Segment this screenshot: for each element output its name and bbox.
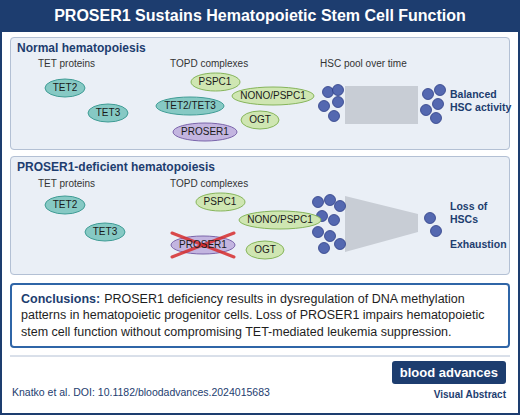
protein-name: PROSER1 <box>172 122 238 142</box>
ellipse-shape <box>156 97 224 115</box>
hsc-cell <box>325 195 336 206</box>
group-label: TOPD complexes <box>170 58 270 70</box>
ellipse-shape <box>232 87 314 105</box>
protein-ellipse: OGT <box>240 110 280 130</box>
group-label: TOPD complexes <box>170 178 270 190</box>
title: PROSER1 Sustains Hematopoietic Stem Cell… <box>0 0 520 32</box>
hsc-cell <box>335 201 346 212</box>
hsc-cell <box>333 85 344 96</box>
protein-ellipse: TET3 <box>84 222 126 242</box>
title-band <box>0 0 520 32</box>
ellipse-shape <box>246 241 284 259</box>
hsc-pool-taper <box>345 196 418 252</box>
hsc-cell <box>431 113 442 124</box>
logo-text: blood advances <box>400 365 498 380</box>
logo-subtitle: Visual Abstract <box>400 389 506 401</box>
ellipse-shape <box>45 79 85 97</box>
hsc-cell <box>423 89 434 100</box>
ellipse-shape <box>241 111 279 129</box>
ellipse-shape <box>196 193 245 211</box>
protein-ellipse: NONO/PSPC1 <box>231 86 315 106</box>
hsc-cell <box>313 197 324 208</box>
group-label: TET proteins <box>38 178 128 190</box>
protein-name: TET2 <box>44 78 86 98</box>
protein-ellipse: TET2 <box>44 78 86 98</box>
protein-ellipse: PROSER1 <box>172 122 238 142</box>
protein-name: TET2/TET3 <box>155 96 225 116</box>
outcome-label: Balanced HSC activity <box>450 88 516 113</box>
protein-name: PSPC1 <box>190 72 241 92</box>
ellipse-shape <box>173 123 237 141</box>
hsc-cell <box>431 226 442 237</box>
hsc-cell <box>425 213 436 224</box>
conclusion-box: Conclusions:PROSER1 deficiency results i… <box>10 283 510 348</box>
hsc-pool-bar <box>345 86 418 124</box>
hsc-cell <box>329 111 340 122</box>
outcome-label: Exhaustion <box>450 238 516 251</box>
hsc-cell <box>329 215 340 226</box>
panel-fill <box>10 37 510 150</box>
citation: Knatko et al. DOI: 10.1182/bloodadvances… <box>12 386 392 399</box>
protein-name: PSPC1 <box>195 192 246 212</box>
protein-ellipse: NONO/PSPC1 <box>238 210 322 230</box>
protein-name: OGT <box>240 110 280 130</box>
outcome-label: Loss of HSCs <box>450 200 516 225</box>
hsc-cells <box>313 85 446 254</box>
protein-ellipse: TET2/TET3 <box>155 96 225 116</box>
journal-logo: blood advances <box>392 361 506 384</box>
ellipse-shape <box>191 73 240 91</box>
protein-name: NONO/PSPC1 <box>238 210 322 230</box>
hsc-cell <box>313 227 324 238</box>
protein-ellipse: TET2 <box>44 195 86 215</box>
protein-ellipse: PSPC1 <box>195 192 246 212</box>
protein-name: TET2 <box>44 195 86 215</box>
section-panel: TET2TET3 PSPC1NONO/PSPC1PROSER1 OGT PROSER1… <box>10 156 510 275</box>
hsc-cell <box>421 105 432 116</box>
footer-rule <box>10 356 510 357</box>
protein-ellipse: PSPC1 <box>190 72 241 92</box>
panel-heading: Normal hematopoiesis <box>11 38 509 55</box>
hsc-cell <box>325 231 336 242</box>
ellipse-shape <box>45 196 85 214</box>
hsc-cell <box>435 85 446 96</box>
protein-ellipse: OGT <box>245 240 285 260</box>
protein-name: OGT <box>245 240 285 260</box>
hsc-cell <box>335 239 346 250</box>
hsc-cell <box>319 101 330 112</box>
hsc-cell <box>333 97 344 108</box>
group-label: HSC pool over time <box>320 58 440 70</box>
panel-heading: PROSER1-deficient hematopoiesis <box>11 157 509 174</box>
protein-name: NONO/PSPC1 <box>231 86 315 106</box>
protein-name: PROSER1 <box>170 235 236 255</box>
conclusion-heading: Conclusions: <box>21 292 100 306</box>
ellipse-shape <box>239 211 321 229</box>
ellipse-shape <box>171 236 235 254</box>
hsc-cell <box>319 243 330 254</box>
hsc-cell <box>323 87 334 98</box>
protein-ellipse: PROSER1 <box>170 235 236 255</box>
protein-ellipse: TET3 <box>87 103 129 123</box>
protein-name: TET3 <box>87 103 129 123</box>
section-panel: TET2TET3 PSPC1NONO/PSPC1TET2/TET3OGTPROSE… <box>10 37 510 150</box>
panel-fill <box>10 156 510 275</box>
group-label: TET proteins <box>38 58 128 70</box>
ellipse-shape <box>85 223 125 241</box>
ellipse-shape <box>88 104 128 122</box>
protein-name: TET3 <box>84 222 126 242</box>
hsc-cell <box>433 99 444 110</box>
